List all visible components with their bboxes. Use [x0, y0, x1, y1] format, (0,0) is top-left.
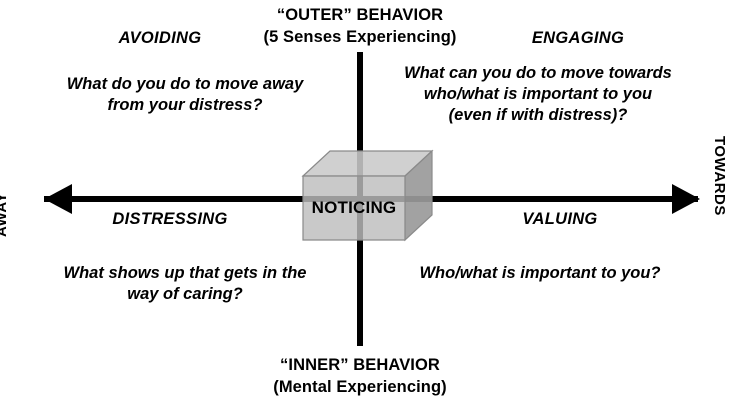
bottom-title-line2: (Mental Experiencing) — [273, 378, 447, 396]
quadrant-label-valuing: VALUING — [522, 210, 598, 228]
quadrant-question-distressing-line2: way of caring? — [127, 285, 243, 303]
noticing-cube — [301, 149, 434, 242]
center-label: NOTICING — [311, 198, 397, 217]
axis-label-away: AWAY — [0, 192, 10, 237]
quadrant-question-engaging-line3: (even if with distress)? — [448, 106, 628, 124]
quadrant-label-engaging: ENGAGING — [531, 29, 625, 47]
top-title-line1: “OUTER” BEHAVIOR — [276, 6, 444, 24]
arrow-left-icon — [44, 184, 72, 214]
quadrant-question-avoiding-line2: from your distress? — [107, 96, 263, 114]
quadrant-question-distressing-line1: What shows up that gets in the — [63, 264, 307, 282]
quadrant-question-valuing-line1: Who/what is important to you? — [419, 264, 661, 282]
quadrant-question-avoiding-line1: What do you do to move away — [66, 75, 304, 93]
quadrant-question-engaging-line2: who/what is important to you — [423, 85, 653, 103]
quadrant-label-avoiding: AVOIDING — [118, 29, 202, 47]
quadrant-question-engaging-line1: What can you do to move towards — [404, 64, 672, 82]
top-title-line2: (5 Senses Experiencing) — [263, 28, 457, 46]
bottom-title-line1: “INNER” BEHAVIOR — [280, 356, 440, 374]
axis-label-towards: TOWARDS — [711, 136, 728, 216]
cube-front-face — [302, 175, 406, 241]
quadrant-label-distressing: DISTRESSING — [112, 210, 228, 228]
arrow-right-icon — [672, 184, 700, 214]
